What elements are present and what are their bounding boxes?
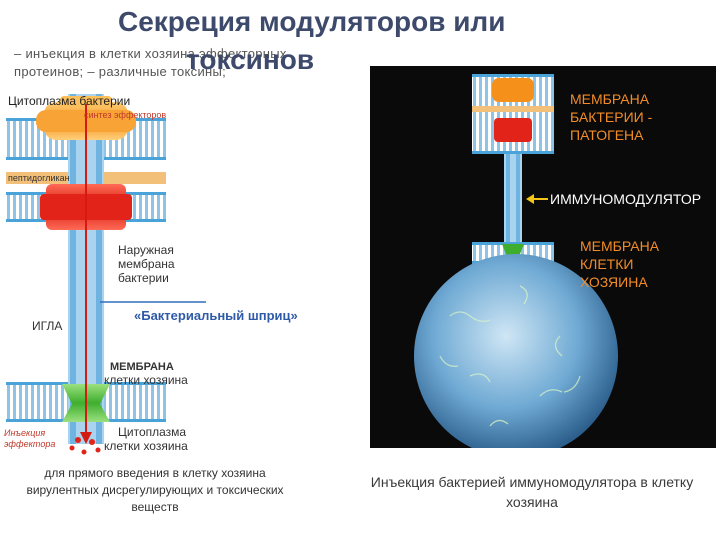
label-bacterial-syringe: «Бактериальный шприц» bbox=[134, 308, 298, 323]
label-host-membrane-1: МЕМБРАНА bbox=[580, 238, 660, 254]
label-peptidoglycan: пептидогликан bbox=[8, 173, 70, 183]
effector-dots bbox=[69, 437, 101, 455]
left-caption: для прямого введения в клетку хозяина ви… bbox=[26, 466, 284, 514]
label-host-membrane-2: КЛЕТКИ bbox=[580, 256, 633, 272]
host-cell bbox=[414, 254, 618, 448]
arrow-head-icon bbox=[80, 432, 92, 444]
label-effector-synthesis: синтез эффекторов bbox=[84, 110, 166, 120]
bacterial-syringe-diagram: Цитоплазма бактерии синтез эффекторов пе… bbox=[4, 94, 298, 455]
label-immunomodulator: ИММУНОМОДУЛЯТОР bbox=[550, 191, 701, 207]
page-title-line-2: токсинов bbox=[186, 44, 315, 75]
label-outer-membrane-3: бактерии bbox=[118, 271, 169, 285]
label-host-membrane-1: МЕМБРАНА bbox=[110, 361, 174, 373]
label-effector-injection-1: Инъекция bbox=[4, 428, 45, 438]
label-pathogen-membrane-3: ПАТОГЕНА bbox=[570, 127, 644, 143]
label-needle: ИГЛА bbox=[32, 319, 62, 333]
label-pathogen-membrane-1: МЕМБРАНА bbox=[570, 91, 650, 107]
label-host-membrane-3: ХОЗЯИНА bbox=[580, 274, 648, 290]
label-host-cytoplasm-1: Цитоплазма bbox=[118, 425, 186, 439]
subtitle-line-1: – инъекция в клетки хозяина эффекторных bbox=[14, 46, 287, 61]
label-effector-injection-2: эффектора bbox=[4, 439, 55, 449]
label-outer-membrane-1: Наружная bbox=[118, 243, 174, 257]
pointer-arrow-icon bbox=[526, 194, 534, 204]
immunomodulator-injection-diagram: МЕМБРАНА БАКТЕРИИ - ПАТОГЕНА ИММУНОМОДУЛ… bbox=[370, 66, 716, 448]
page-title: Секреция модуляторов или bbox=[118, 6, 506, 37]
label-pathogen-membrane-2: БАКТЕРИИ - bbox=[570, 109, 653, 125]
label-outer-membrane-2: мембрана bbox=[118, 257, 175, 271]
label-bacterial-cytoplasm: Цитоплазма бактерии bbox=[8, 94, 130, 108]
subtitle-line-2: протеинов; – различные токсины; bbox=[14, 64, 227, 79]
pathogen-membrane-block bbox=[472, 74, 554, 154]
label-host-membrane-2: клетки хозяина bbox=[104, 373, 188, 387]
label-host-cytoplasm-2: клетки хозяина bbox=[104, 439, 188, 453]
right-caption: Инъекция бактерией иммуномодулятора в кл… bbox=[370, 474, 694, 510]
